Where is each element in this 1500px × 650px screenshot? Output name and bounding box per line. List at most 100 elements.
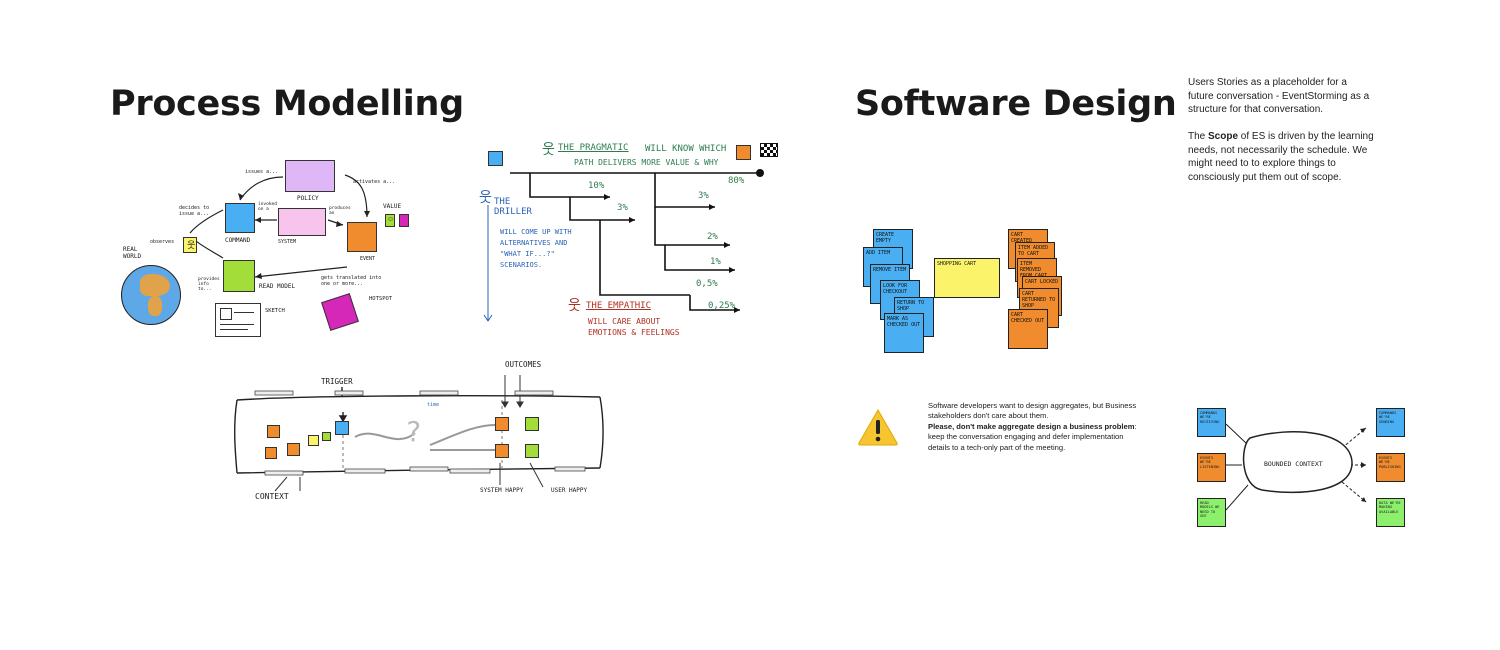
path-branches xyxy=(483,169,764,322)
aggregate-diagram: CREATE EMPTY ADD ITEM REMOVE ITEM LOOK F… xyxy=(860,225,1090,355)
pragmatic-text-1: WILL KNOW WHICH xyxy=(645,144,727,154)
context-actor-sticky xyxy=(308,435,319,446)
intro-line: structure for that conversation. xyxy=(1188,104,1324,115)
end-event-sticky xyxy=(736,145,751,160)
pragmatic-title: THE PRAGMATIC xyxy=(558,143,629,153)
warning-paragraph: Software developers want to design aggre… xyxy=(928,401,1168,453)
context-event-sticky xyxy=(265,447,277,459)
driller-figure-icon: 웃 xyxy=(479,189,492,205)
cycle-arrows xyxy=(189,174,370,279)
warning-icon xyxy=(857,408,899,446)
pragmatic-text-2: PATH DELIVERS MORE VALUE & WHY xyxy=(574,158,719,167)
warning-bold: Please, don't make aggregate design a bu… xyxy=(928,421,1135,431)
context-readmodel-sticky xyxy=(322,432,331,441)
pragmatic-figure-icon: 웃 xyxy=(542,141,555,157)
percent-label: 0,5% xyxy=(696,279,718,289)
driller-text-2: ALTERNATIVES AND xyxy=(500,239,568,247)
driller-text-1: WILL COME UP WITH xyxy=(500,228,572,236)
sketch-label: SKETCH xyxy=(265,308,285,314)
read-model-label: READ MODEL xyxy=(259,283,296,290)
outcome-event-sticky xyxy=(495,417,509,431)
software-design-title: Software Design xyxy=(855,84,1177,124)
smiley-icon: ☺ xyxy=(387,216,395,223)
warning-triangle xyxy=(858,408,898,446)
percent-label: 80% xyxy=(728,176,745,186)
trigger-label: TRIGGER xyxy=(321,377,353,386)
outcome-readmodel-sticky xyxy=(525,444,539,458)
system-sticky xyxy=(278,208,326,236)
command-sticky: MARK AS CHECKED OUT xyxy=(884,313,924,353)
activates-label: activates a... xyxy=(353,179,396,185)
system-label: SYSTEM xyxy=(278,239,297,245)
warning-colon: : xyxy=(1134,421,1137,431)
translated-label: gets translated into one or more... xyxy=(321,275,382,287)
start-command-sticky xyxy=(488,151,503,166)
empathic-text-2: EMOTIONS & FEELINGS xyxy=(588,328,680,337)
bounded-context-label: BOUNDED CONTEXT xyxy=(1264,460,1323,468)
user-happy-label: USER HAPPY xyxy=(551,487,588,494)
empathic-text-1: WILL CARE ABOUT xyxy=(588,317,661,326)
bounded-context-diagram: BOUNDED CONTEXT COMMANDS WE'RE RECEIVING… xyxy=(1190,400,1415,535)
outcome-event-sticky xyxy=(495,444,509,458)
percent-label: 3% xyxy=(617,203,628,213)
scope-bold: Scope xyxy=(1208,131,1239,142)
command-label: COMMAND xyxy=(225,237,251,244)
scope-line: The Scope of ES is driven by the learnin… xyxy=(1188,130,1388,144)
bounded-context-links xyxy=(1225,423,1367,511)
invoked-label: invoked on a xyxy=(258,202,277,212)
bc-outgoing-command-sticky: COMMANDS WE'RE SENDING xyxy=(1376,408,1405,437)
aggregate-sticky: SHOPPING CART xyxy=(934,258,1000,298)
context-label: CONTEXT xyxy=(255,492,289,501)
timeline-diagram: ? time TRIGGER OUTCOMES CONTEXT SYSTEM H… xyxy=(225,355,610,505)
driller-title: THE DRILLER xyxy=(494,197,532,217)
scope-line: might need to to explore things to xyxy=(1188,158,1336,169)
value-positive-sticky: ☺ xyxy=(385,214,395,227)
command-sticky xyxy=(225,203,255,233)
warning-line: keep the conversation engaging and defer… xyxy=(928,432,1124,442)
sketch-icon xyxy=(215,303,261,337)
bc-published-data-sticky: DATA WE'RE MAKING AVAILABLE xyxy=(1376,498,1405,527)
percent-label: 0,25% xyxy=(708,301,736,311)
bc-incoming-event-sticky: EVENTS WE'RE LISTENING xyxy=(1197,453,1226,482)
hotspot-label: HOTSPOT xyxy=(369,296,393,302)
warning-line: Please, don't make aggregate design a bu… xyxy=(928,422,1168,432)
paths-diagram: THE PRAGMATIC WILL KNOW WHICH PATH DELIV… xyxy=(470,135,790,345)
intro-paragraph: Users Stories as a placeholder for a fut… xyxy=(1188,76,1388,117)
read-model-sticky xyxy=(223,260,255,292)
stick-figure-icon: 웃 xyxy=(187,240,196,250)
warning-line: stakeholders don't care about them. xyxy=(928,411,1049,421)
intro-line: future conversation - EventStorming as a xyxy=(1188,90,1370,102)
event-sticky: CART CHECKED OUT xyxy=(1008,309,1048,349)
provides-label: provides info to... xyxy=(198,277,220,292)
globe-icon xyxy=(121,265,181,325)
event-label: EVENT xyxy=(360,256,376,262)
checkered-flag-icon xyxy=(760,143,778,157)
decides-label: decides to issue a... xyxy=(179,205,210,217)
trigger-command-sticky xyxy=(335,421,349,435)
value-label: VALUE xyxy=(383,203,402,210)
scope-line: consciously put them out of scope. xyxy=(1188,171,1342,183)
empathic-title: THE EMPATHIC xyxy=(586,301,652,311)
produces-label: produces an xyxy=(329,206,351,216)
scope-line: needs, not necessarily the schedule. We xyxy=(1188,144,1368,156)
bc-incoming-command-sticky: COMMANDS WE'RE RECEIVING xyxy=(1197,408,1226,437)
outcomes-label: OUTCOMES xyxy=(505,360,542,369)
context-event-sticky xyxy=(267,425,280,438)
timeline-frame xyxy=(233,375,604,492)
real-world-label: REAL WORLD xyxy=(123,246,142,260)
observes-label: observes xyxy=(150,239,175,245)
context-event-sticky xyxy=(287,443,300,456)
actor-sticky: 웃 xyxy=(183,237,197,253)
outcome-readmodel-sticky xyxy=(525,417,539,431)
event-sticky xyxy=(347,222,377,252)
driller-text-3: "WHAT IF...?" xyxy=(500,250,555,258)
intro-line: Users Stories as a placeholder for a xyxy=(1188,77,1347,88)
percent-label: 10% xyxy=(588,181,605,191)
scope-pre: The xyxy=(1188,131,1209,142)
system-happy-label: SYSTEM HAPPY xyxy=(480,487,524,494)
bc-read-model-sticky: READ MODELS WE NEED TO SEE xyxy=(1197,498,1226,527)
bc-outgoing-event-sticky: EVENTS WE'RE PUBLISHING xyxy=(1376,453,1405,482)
percent-label: 1% xyxy=(710,257,721,267)
process-cycle-diagram: POLICY issues a... activates a... COMMAN… xyxy=(115,155,425,345)
process-modelling-title: Process Modelling xyxy=(110,84,464,124)
